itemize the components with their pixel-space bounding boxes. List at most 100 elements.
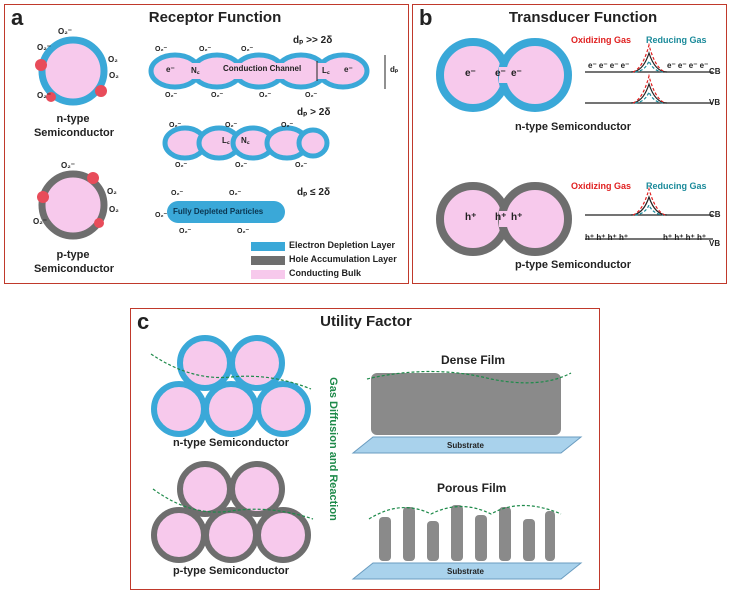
lc-label: L꜀: [222, 136, 230, 145]
o2-label: O₂⁻: [169, 122, 182, 129]
o2-label: O₂: [109, 71, 119, 80]
electrons-left: e⁻ e⁻ e⁻ e⁻: [588, 61, 630, 70]
p-type-label-b: p-type Semiconductor: [514, 259, 632, 271]
vb-label-p: VB: [709, 239, 721, 248]
legend-swatch-depletion: [251, 242, 285, 251]
vb-label-n: VB: [709, 98, 721, 107]
o2-label: O₂⁻: [37, 43, 51, 52]
legend-accumulation-label: Hole Accumulation Layer: [289, 254, 397, 264]
panel-b-letter: b: [419, 5, 433, 30]
dp-leq-label: dₚ ≤ 2δ: [297, 187, 331, 198]
electron-label: e⁻: [166, 65, 175, 74]
reducing-gas-label-p: Reducing Gas: [646, 181, 707, 191]
o2-label: O₂⁻: [165, 92, 178, 99]
legend-swatch-accumulation: [251, 256, 285, 265]
substrate-label-porous: Substrate: [447, 567, 484, 576]
o2-label: O₂⁻: [175, 162, 188, 169]
n-type-label-c: n-type Semiconductor: [172, 437, 290, 449]
adsorbate-dot: [94, 218, 104, 228]
panel-a-letter: a: [11, 5, 24, 30]
panel-b: b Transducer Function e⁻ e⁻ e⁻ Oxidizing…: [412, 4, 727, 284]
panel-a-title: Receptor Function: [148, 9, 282, 26]
o2-label: O₂⁻: [241, 46, 254, 53]
dp-much-label: dₚ >> 2δ: [293, 35, 333, 46]
o2-label: O₂⁻: [179, 228, 192, 235]
dp-label: dₚ: [390, 65, 399, 74]
nc-label: N꜀: [191, 66, 200, 75]
fully-depleted-label: Fully Depleted Particles: [173, 207, 264, 216]
electron-label: e⁻: [344, 65, 353, 74]
dp-greater-label: dₚ > 2δ: [297, 107, 331, 118]
panel-c-letter: c: [137, 309, 150, 334]
n-type-packing: [150, 335, 312, 437]
cb-label-n: CB: [709, 67, 721, 76]
adsorbate-dot: [37, 191, 49, 203]
n-type-label-b: n-type Semiconductor: [514, 121, 632, 133]
electron-label: e⁻: [465, 68, 476, 79]
o2-label: O₂: [108, 55, 118, 64]
o2-label: O₂⁻: [155, 212, 168, 219]
o2-label: O₂⁻: [211, 92, 224, 99]
lc-label: L꜀: [322, 66, 330, 75]
reducing-gas-label-n: Reducing Gas: [646, 35, 707, 45]
holes-left: h⁺ h⁺ h⁺ h⁺: [585, 233, 629, 242]
oxidizing-gas-label-n: Oxidizing Gas: [571, 35, 632, 45]
o2-label: O₂⁻: [58, 27, 72, 36]
transducer-diagram: [436, 38, 713, 256]
legend-bulk-label: Conducting Bulk: [289, 268, 361, 278]
p-type-label-1: p-type: [56, 249, 90, 261]
chain-depleted: [167, 201, 285, 223]
oxidizing-gas-label-p: Oxidizing Gas: [571, 181, 632, 191]
panel-c: c Utility Factor: [130, 308, 600, 590]
o2-label: O₂: [107, 187, 117, 196]
hole-label: h⁺: [495, 212, 507, 223]
panel-b-title: Transducer Function: [508, 9, 658, 26]
electron-label: e⁻: [495, 68, 506, 79]
p-type-particle: [38, 170, 108, 240]
o2-label: O₂⁻: [235, 162, 248, 169]
dense-film: [351, 370, 583, 454]
adsorbate-dot: [46, 92, 56, 102]
adsorbate-dot: [95, 85, 107, 97]
adsorbate-dot: [87, 172, 99, 184]
n-type-particle: [38, 36, 108, 106]
cb-label-p: CB: [709, 210, 721, 219]
o2-label: O₂⁻: [225, 122, 238, 129]
o2-label: O₂⁻: [237, 228, 250, 235]
o2-label: O₂: [109, 205, 119, 214]
panel-a: a Receptor Function: [4, 4, 409, 284]
p-type-packing: [151, 461, 314, 563]
o2-label: O₂⁻: [281, 122, 294, 129]
panel-c-title: Utility Factor: [320, 313, 412, 330]
hole-label: h⁺: [465, 212, 477, 223]
utility-diagram: [150, 335, 583, 580]
chain-large: [148, 52, 386, 90]
conduction-channel-label: Conduction Channel: [223, 64, 302, 73]
o2-label: O₂⁻: [259, 92, 272, 99]
chain-medium: [162, 125, 330, 161]
electrons-right: e⁻ e⁻ e⁻ e⁻: [667, 61, 709, 70]
o2-label: O₂⁻: [199, 46, 212, 53]
o2-label: O₂⁻: [155, 46, 168, 53]
n-type-label-2: Semiconductor: [33, 127, 115, 139]
o2-label: O₂⁻: [37, 91, 51, 100]
o2-label: O₂⁻: [295, 162, 308, 169]
o2-label: O₂⁻: [33, 217, 47, 226]
nc-label: N꜀: [241, 136, 250, 145]
p-type-label-2: Semiconductor: [33, 263, 115, 275]
porous-film: [351, 505, 583, 580]
legend-depletion-label: Electron Depletion Layer: [289, 240, 396, 250]
legend-swatch-bulk: [251, 270, 285, 279]
holes-right: h⁺ h⁺ h⁺ h⁺: [663, 233, 707, 242]
adsorbate-dot: [35, 59, 47, 71]
porous-film-label: Porous Film: [437, 481, 507, 495]
p-type-label-c: p-type Semiconductor: [172, 565, 290, 577]
electron-label: e⁻: [511, 68, 522, 79]
dense-film-label: Dense Film: [441, 353, 506, 367]
o2-label: O₂⁻: [229, 190, 242, 197]
receptor-diagram: [35, 36, 386, 279]
gas-diffusion-label: Gas Diffusion and Reaction: [327, 377, 339, 521]
o2-label: O₂⁻: [61, 161, 75, 170]
o2-label: O₂⁻: [171, 190, 184, 197]
o2-label: O₂⁻: [305, 92, 318, 99]
